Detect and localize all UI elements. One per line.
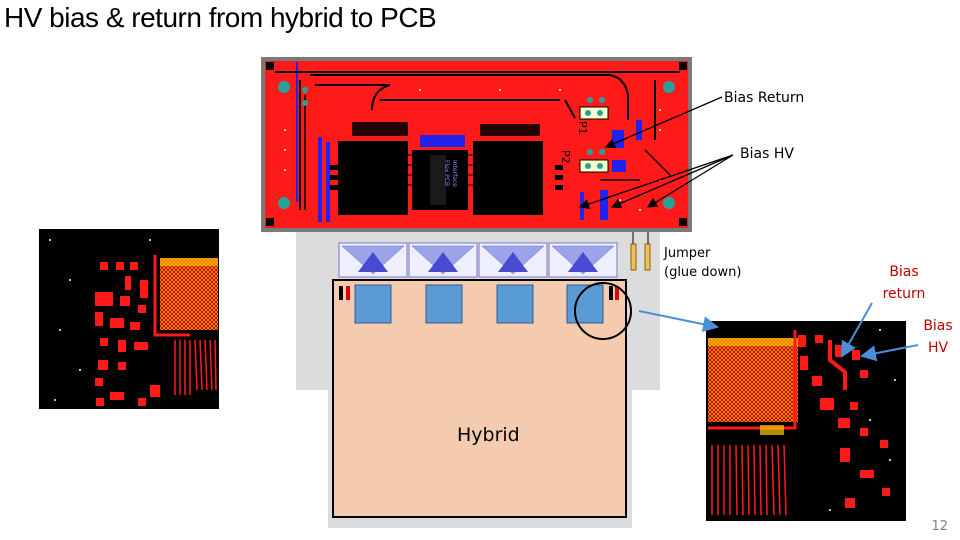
- connector-p1-label: P1: [576, 121, 589, 135]
- connector-p2-label: P2: [559, 150, 572, 164]
- hybrid-pads: [354, 284, 604, 324]
- bias-hv-red-line-1: Bias: [923, 318, 953, 334]
- hybrid-label: Hybrid: [457, 424, 520, 446]
- silkscreen-line-2: Flex PCB: [443, 160, 450, 187]
- bias-return-red-line-2: return: [882, 285, 926, 302]
- page-number: 12: [931, 519, 948, 534]
- page-title: HV bias & return from hybrid to PCB: [4, 2, 437, 33]
- bias-return-red-label: Bias return: [876, 262, 932, 305]
- jumper-label: Jumper (glue down): [664, 244, 741, 282]
- hybrid-hv-pads-right: [609, 286, 619, 300]
- highlight-circle: [574, 282, 632, 340]
- silkscreen-line-1: Interface: [451, 160, 458, 187]
- jumper-label-line-2: (glue down): [664, 265, 742, 280]
- arrows: [578, 96, 919, 362]
- sensor-strips: [338, 242, 618, 278]
- hybrid-hv-pads-left: [339, 286, 350, 300]
- bias-hv-red-label: Bias HV: [916, 316, 960, 359]
- jumper-wires: [630, 232, 651, 271]
- bias-return-label: Bias Return: [724, 90, 805, 106]
- bias-hv-label: Bias HV: [740, 146, 794, 162]
- pcb-layout: [261, 57, 692, 232]
- bias-hv-red-line-2: HV: [927, 339, 949, 356]
- zoom-image-left: [39, 229, 219, 409]
- pcb-silkscreen: Interface Flex PCB: [442, 160, 458, 187]
- zoom-image-right: [706, 321, 906, 521]
- jumper-label-line-1: Jumper: [664, 246, 711, 261]
- bias-return-red-line-1: Bias: [889, 264, 919, 280]
